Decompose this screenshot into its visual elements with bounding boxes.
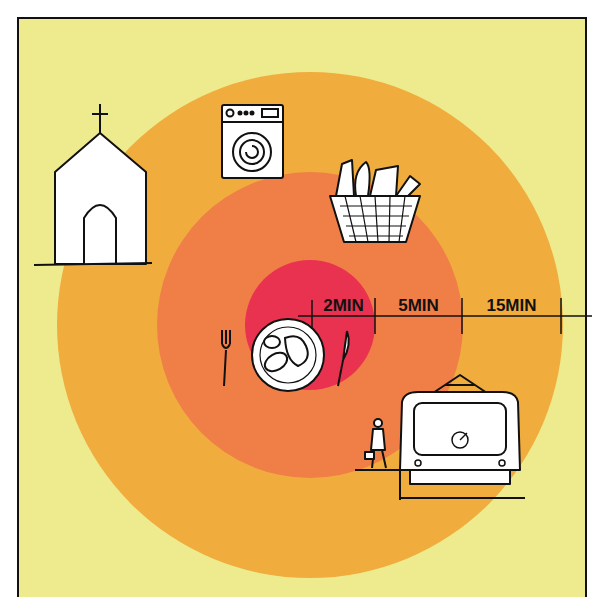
scale-line xyxy=(298,315,592,317)
machine-knob xyxy=(227,110,234,117)
machine-drum xyxy=(240,140,264,164)
tram-light xyxy=(499,460,505,466)
plate-rim xyxy=(260,327,316,383)
tram-body xyxy=(400,392,520,470)
tram-light xyxy=(415,460,421,466)
bread xyxy=(396,176,420,196)
food xyxy=(262,349,291,375)
tram-gauge-needle xyxy=(460,433,467,440)
box xyxy=(370,166,398,196)
person-bag xyxy=(365,452,374,459)
scale-tick xyxy=(374,298,376,334)
person-head xyxy=(374,419,382,427)
machine-panel xyxy=(222,121,283,123)
platform xyxy=(355,470,400,500)
food xyxy=(264,336,280,348)
time-label: 2MIN xyxy=(312,296,375,316)
church-cross xyxy=(99,104,101,133)
tram-gauge xyxy=(452,432,468,448)
zone-15min xyxy=(57,72,563,578)
ground-line xyxy=(34,263,152,265)
tram-bumper xyxy=(410,470,510,484)
church-drawing xyxy=(34,104,152,265)
church-body xyxy=(55,133,146,264)
scale-tick xyxy=(560,298,562,334)
tram-stop-drawing xyxy=(355,375,525,500)
food xyxy=(285,336,308,366)
grocery-basket-drawing xyxy=(330,160,420,242)
plate xyxy=(252,319,324,391)
time-label: 15MIN xyxy=(462,296,561,316)
person-body xyxy=(371,429,385,450)
time-label: 5MIN xyxy=(375,296,462,316)
machine-body xyxy=(222,105,283,178)
machine-dot xyxy=(239,112,242,115)
machine-dot xyxy=(251,112,254,115)
basket-weave xyxy=(345,196,405,242)
knife xyxy=(338,331,349,386)
track xyxy=(400,497,525,499)
bottle xyxy=(336,160,354,196)
machine-spiral xyxy=(246,146,258,158)
fork xyxy=(222,330,230,386)
banana xyxy=(355,162,369,196)
church-door xyxy=(84,205,116,264)
church-cross xyxy=(92,113,108,115)
map-frame xyxy=(18,18,586,597)
basket xyxy=(330,196,420,242)
zone-2min xyxy=(245,260,375,390)
meal-drawing xyxy=(222,319,349,391)
machine-display xyxy=(262,109,278,117)
machine-drum xyxy=(233,133,271,171)
machine-dot xyxy=(245,112,248,115)
tram-window xyxy=(414,403,506,455)
scale-tick xyxy=(461,298,463,334)
washing-machine-drawing xyxy=(222,105,283,178)
